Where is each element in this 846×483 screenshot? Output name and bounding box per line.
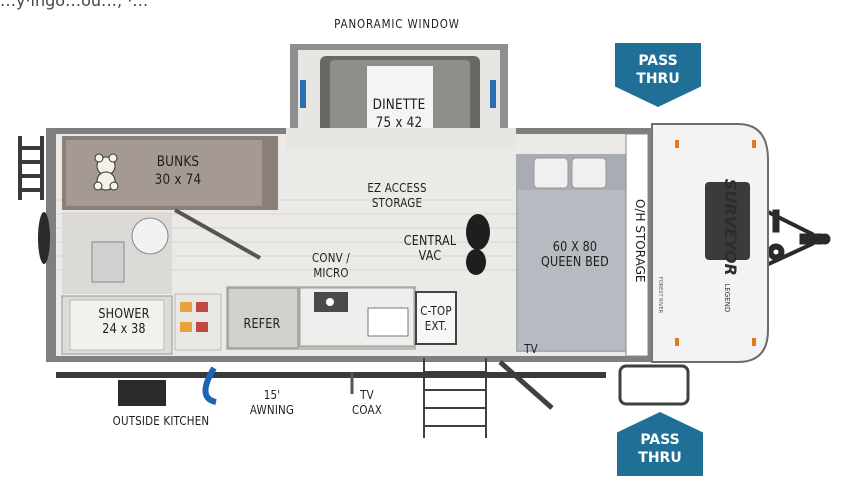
teddy-bear-icon — [93, 153, 119, 191]
brand-logo: SURVEYOR LEGEND — [721, 179, 740, 312]
ez-access-storage-label: EZ ACCESS STORAGE — [367, 181, 427, 210]
front-cap — [651, 123, 769, 363]
tv-label: TV — [524, 342, 538, 356]
brand-series: FOREST RIVER — [657, 276, 664, 314]
queen-bed-label: 60 X 80 QUEEN BED — [541, 240, 609, 270]
tv-coax-label: TV COAX — [352, 388, 382, 417]
awning-label: 15' AWNING — [249, 388, 295, 417]
hitch — [759, 206, 831, 270]
bunks-label: BUNKS 30 x 74 — [154, 154, 202, 188]
brand-sub: LEGEND — [723, 283, 732, 313]
panoramic-window-label: PANORAMIC WINDOW — [334, 17, 460, 31]
c-top-ext-label: C-TOP EXT. — [420, 304, 452, 333]
shower-label: SHOWER 24 x 38 — [98, 307, 150, 337]
footprint-icon — [466, 214, 490, 275]
outside-kitchen-label: OUTSIDE KITCHEN — [112, 414, 210, 428]
brand-name: SURVEYOR — [721, 178, 741, 276]
rear-ladder — [18, 136, 44, 200]
dinette-label: DINETTE 75 x 42 — [372, 97, 426, 131]
oh-storage-label: O/H STORAGE — [633, 199, 647, 283]
entry-steps — [423, 358, 554, 438]
central-vac-label: CENTRAL VAC — [403, 234, 457, 264]
refer-label: REFER — [243, 317, 281, 332]
conv-micro-label: CONV / MICRO — [312, 251, 350, 280]
header-caption-fragment: …y·ingo…ou…, ·… — [0, 0, 149, 10]
